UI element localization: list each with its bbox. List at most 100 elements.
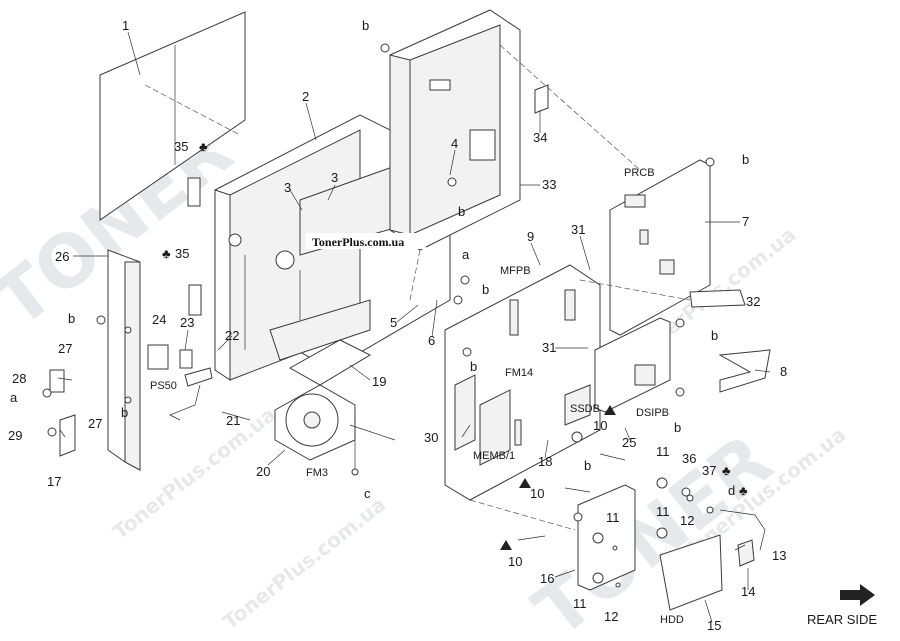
warning-icon	[519, 478, 531, 488]
callout-c: c	[364, 486, 371, 501]
callout-28: 28	[12, 371, 26, 386]
screws	[42, 43, 715, 588]
callout-26: 26	[55, 249, 69, 264]
callout-3: 3	[331, 170, 338, 185]
club-icon: ♣	[162, 246, 171, 261]
callout-b: b	[470, 359, 477, 374]
callout-20: 20	[256, 464, 270, 479]
part-hdd-bracket	[577, 484, 636, 591]
callout-19: 19	[372, 374, 386, 389]
part-35-spacer	[188, 284, 202, 316]
component-tags: PRCB MFPB PS50 FM14 FM3 SSDB DSIPB MEMB/…	[150, 167, 684, 626]
callout-31: 31	[542, 340, 556, 355]
callout-1: 1	[122, 18, 129, 33]
callout-35: 35	[175, 246, 189, 261]
callout-30: 30	[424, 430, 438, 445]
dsipb-chip	[634, 364, 656, 386]
club-icon: ♣	[739, 483, 748, 498]
club-icon: ♣	[199, 139, 208, 154]
warning-icon	[500, 540, 512, 550]
tag-hdd: HDD	[660, 614, 684, 626]
part-1-cover	[99, 11, 246, 221]
callout-3: 3	[284, 180, 291, 195]
tag-ps50: PS50	[150, 380, 177, 392]
leader-lines	[57, 31, 771, 623]
callout-21: 21	[226, 413, 240, 428]
tag-ssdb: SSDB	[570, 403, 600, 415]
callout-22: 22	[225, 328, 239, 343]
callout-4: 4	[451, 136, 458, 151]
callout-16: 16	[540, 571, 554, 586]
callout-7: 7	[742, 214, 749, 229]
callout-5: 5	[390, 315, 397, 330]
tag-dsipb: DSIPB	[636, 407, 669, 419]
callout-34: 34	[533, 130, 547, 145]
part-21-harness	[184, 367, 213, 387]
part-8-cable	[718, 349, 771, 393]
callout-14: 14	[741, 584, 755, 599]
warning-icons	[500, 405, 616, 550]
assembly-lines	[409, 44, 691, 531]
callout-b: b	[362, 18, 369, 33]
tag-fm3: FM3	[306, 467, 328, 479]
part-33-rear-frame	[389, 9, 521, 251]
callout-37: 37	[702, 463, 716, 478]
callout-10: 10	[508, 554, 522, 569]
callout-b: b	[458, 204, 465, 219]
part-35-spacer	[187, 177, 201, 207]
callout-10: 10	[530, 486, 544, 501]
callout-23: 23	[180, 315, 194, 330]
callout-b: b	[674, 420, 681, 435]
callout-b: b	[121, 405, 128, 420]
callout-2: 2	[302, 89, 309, 104]
callout-11: 11	[656, 444, 670, 459]
part-17-plate	[59, 414, 76, 457]
callout-b: b	[711, 328, 718, 343]
callout-18: 18	[538, 454, 552, 469]
tag-fm14: FM14	[505, 367, 533, 379]
rear-side-arrow-icon	[840, 584, 875, 606]
callout-a: a	[10, 390, 18, 405]
callout-b: b	[742, 152, 749, 167]
callout-11: 11	[573, 596, 587, 611]
callout-29: 29	[8, 428, 22, 443]
tag-mfpb: MFPB	[500, 265, 531, 277]
callout-12: 12	[604, 609, 618, 624]
part-19-duct	[288, 339, 372, 386]
callout-10: 10	[593, 418, 607, 433]
callout-11: 11	[606, 510, 620, 525]
callout-33: 33	[542, 177, 556, 192]
callout-15: 15	[707, 618, 721, 633]
callout-9: 9	[527, 229, 534, 244]
part-21-cable	[169, 384, 201, 421]
callout-32: 32	[746, 294, 760, 309]
callout-a: a	[462, 247, 470, 262]
callout-13: 13	[772, 548, 786, 563]
callout-6: 6	[428, 333, 435, 348]
club-icon: ♣	[722, 463, 731, 478]
callout-35: 35	[174, 139, 188, 154]
site-label-box	[306, 233, 426, 249]
callout-labels: 1 2 3 3 4 5 6 7 8 9 10 10 10 11 11 11 11…	[8, 18, 787, 633]
part-25-dsipb-board	[594, 317, 671, 413]
callout-27: 27	[88, 416, 102, 431]
part-24-bracket	[147, 344, 169, 370]
part-20-fan-fm3	[274, 384, 396, 476]
callout-b: b	[584, 458, 591, 473]
callout-36: 36	[682, 451, 696, 466]
part-23-sensor	[179, 349, 193, 369]
part-26-bracket	[107, 249, 141, 471]
callout-8: 8	[780, 364, 787, 379]
callout-31: 31	[571, 222, 585, 237]
rear-side-label: REAR SIDE	[807, 612, 877, 627]
watermark-url: TonerPlus.com.ua	[218, 492, 390, 634]
part-14-connector	[737, 539, 755, 567]
callout-11: 11	[656, 504, 670, 519]
callout-12: 12	[680, 513, 694, 528]
site-label: TonerPlus.com.ua	[312, 235, 404, 249]
part-7-prcb-board	[609, 159, 711, 336]
callout-b: b	[68, 311, 75, 326]
callout-24: 24	[152, 312, 166, 327]
part-13-cable	[719, 509, 766, 551]
